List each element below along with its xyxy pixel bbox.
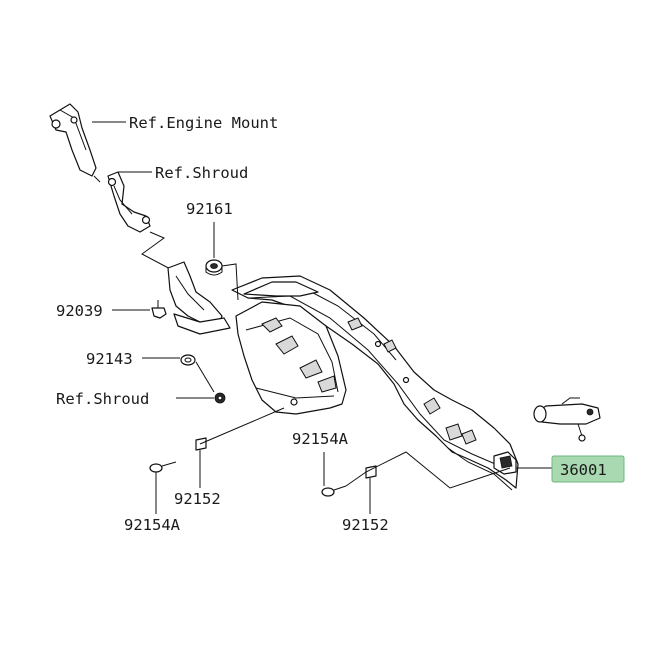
label-ref-engine-mount: Ref.Engine Mount — [129, 114, 278, 132]
label-92039: 92039 — [56, 302, 103, 320]
label-36001: 36001 — [560, 461, 607, 479]
label-ref-shroud-top: Ref.Shroud — [155, 164, 248, 182]
collar-92143 — [180, 354, 196, 366]
label-92154a-center: 92154A — [292, 430, 349, 448]
bolt-92154a-center — [321, 485, 347, 497]
part-number-highlight — [551, 455, 625, 483]
label-92152-left: 92152 — [174, 490, 221, 508]
connection-line-1 — [141, 231, 177, 273]
grommet-shroud-ref — [214, 392, 226, 404]
grommet-92161 — [205, 259, 223, 276]
inner-stay-bracket — [167, 261, 231, 335]
shroud-bracket-upper — [107, 171, 151, 233]
label-92161: 92161 — [186, 200, 233, 218]
tail-stay-part — [533, 397, 601, 442]
clip-92039 — [151, 300, 167, 319]
bolt-92154a-left — [149, 461, 177, 473]
engine-mount-bracket — [49, 103, 97, 177]
connection-line-2 — [93, 175, 101, 183]
side-cover-assembly-36001 — [231, 275, 519, 491]
nut-92152-right — [365, 465, 377, 479]
label-92152-right: 92152 — [342, 516, 389, 534]
label-92143: 92143 — [86, 350, 133, 368]
label-92154a-left: 92154A — [124, 516, 181, 534]
leader-lines — [92, 121, 552, 514]
label-ref-shroud-left: Ref.Shroud — [56, 390, 149, 408]
